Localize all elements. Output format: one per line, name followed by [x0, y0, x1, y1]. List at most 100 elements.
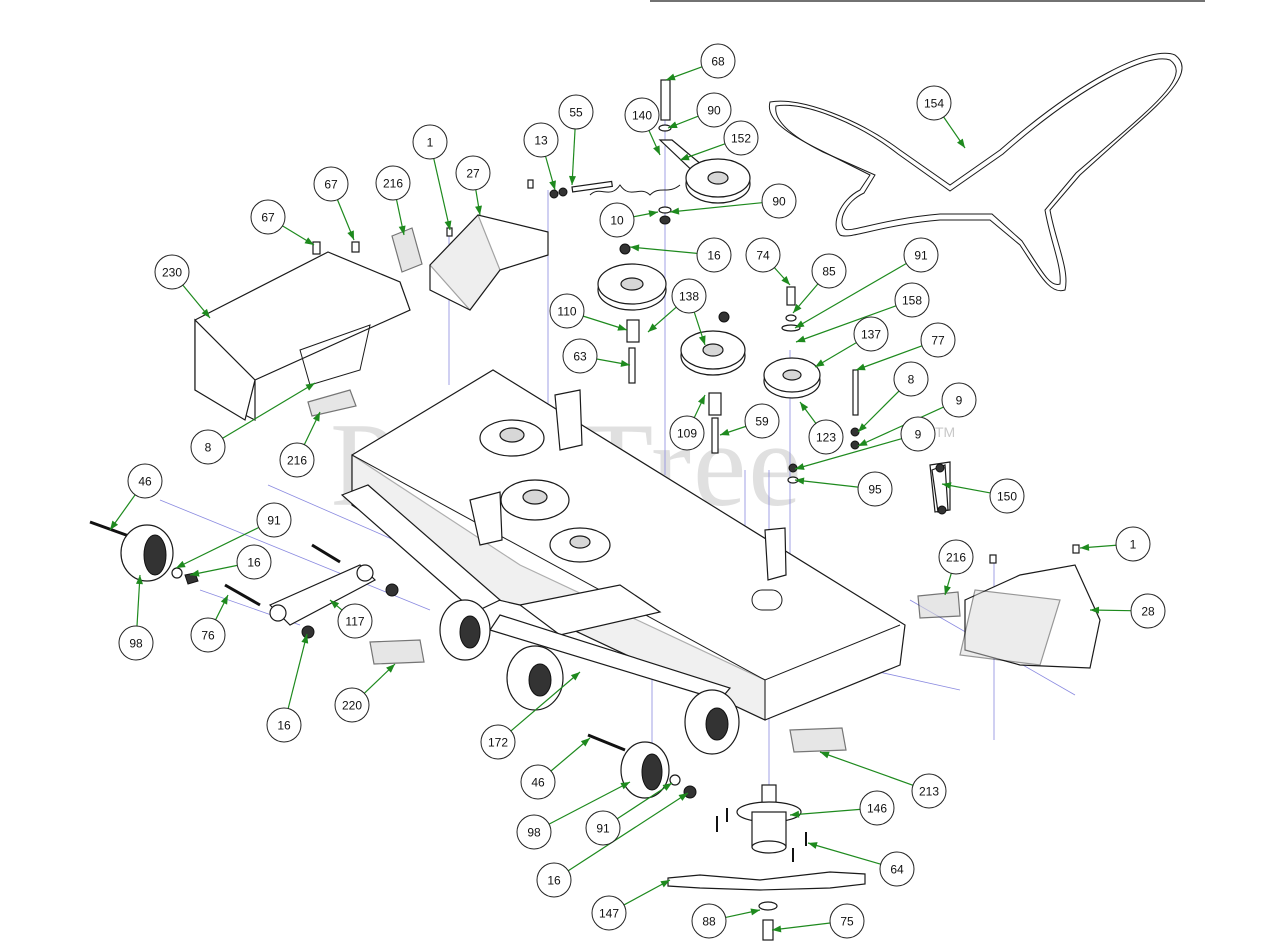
callout-circle[interactable]: [558, 94, 594, 130]
callout-146[interactable]: 146: [859, 790, 895, 826]
callout-150[interactable]: 150: [989, 478, 1025, 514]
callout-90[interactable]: 90: [696, 92, 732, 128]
callout-circle[interactable]: [853, 316, 889, 352]
callout-circle[interactable]: [916, 85, 952, 121]
callout-117[interactable]: 117: [337, 603, 373, 639]
callout-59[interactable]: 59: [744, 403, 780, 439]
callout-circle[interactable]: [900, 416, 936, 452]
callout-76[interactable]: 76: [190, 617, 226, 653]
callout-circle[interactable]: [808, 419, 844, 455]
callout-16[interactable]: 16: [266, 707, 302, 743]
callout-1[interactable]: 1: [412, 124, 448, 160]
callout-circle[interactable]: [412, 124, 448, 160]
callout-158[interactable]: 158: [894, 282, 930, 318]
callout-46[interactable]: 46: [127, 463, 163, 499]
callout-circle[interactable]: [190, 617, 226, 653]
callout-8[interactable]: 8: [893, 361, 929, 397]
callout-circle[interactable]: [761, 183, 797, 219]
callout-9[interactable]: 9: [941, 382, 977, 418]
callout-230[interactable]: 230: [154, 254, 190, 290]
callout-circle[interactable]: [941, 382, 977, 418]
callout-circle[interactable]: [118, 625, 154, 661]
callout-154[interactable]: 154: [916, 85, 952, 121]
callout-circle[interactable]: [911, 773, 947, 809]
callout-circle[interactable]: [516, 814, 552, 850]
callout-27[interactable]: 27: [455, 155, 491, 191]
callout-circle[interactable]: [829, 903, 865, 939]
callout-circle[interactable]: [894, 282, 930, 318]
callout-circle[interactable]: [1115, 526, 1151, 562]
callout-circle[interactable]: [236, 544, 272, 580]
callout-63[interactable]: 63: [562, 338, 598, 374]
callout-circle[interactable]: [591, 895, 627, 931]
callout-55[interactable]: 55: [558, 94, 594, 130]
callout-109[interactable]: 109: [669, 415, 705, 451]
callout-circle[interactable]: [938, 539, 974, 575]
callout-circle[interactable]: [1130, 593, 1166, 629]
callout-circle[interactable]: [455, 155, 491, 191]
callout-circle[interactable]: [857, 471, 893, 507]
callout-16[interactable]: 16: [696, 237, 732, 273]
callout-91[interactable]: 91: [256, 502, 292, 538]
callout-circle[interactable]: [691, 903, 727, 939]
callout-circle[interactable]: [671, 278, 707, 314]
callout-circle[interactable]: [696, 237, 732, 273]
callout-circle[interactable]: [920, 322, 956, 358]
callout-216[interactable]: 216: [938, 539, 974, 575]
callout-152[interactable]: 152: [723, 120, 759, 156]
callout-91[interactable]: 91: [585, 810, 621, 846]
callout-circle[interactable]: [279, 442, 315, 478]
callout-140[interactable]: 140: [624, 97, 660, 133]
callout-circle[interactable]: [190, 429, 226, 465]
callout-circle[interactable]: [811, 253, 847, 289]
callout-circle[interactable]: [723, 120, 759, 156]
callout-123[interactable]: 123: [808, 419, 844, 455]
callout-circle[interactable]: [250, 199, 286, 235]
callout-circle[interactable]: [585, 810, 621, 846]
callout-circle[interactable]: [903, 237, 939, 273]
callout-110[interactable]: 110: [549, 293, 585, 329]
callout-8[interactable]: 8: [190, 429, 226, 465]
callout-circle[interactable]: [859, 790, 895, 826]
callout-10[interactable]: 10: [599, 202, 635, 238]
callout-circle[interactable]: [536, 862, 572, 898]
callout-circle[interactable]: [745, 237, 781, 273]
callout-13[interactable]: 13: [523, 122, 559, 158]
callout-circle[interactable]: [337, 603, 373, 639]
callout-213[interactable]: 213: [911, 773, 947, 809]
callout-circle[interactable]: [893, 361, 929, 397]
callout-1[interactable]: 1: [1115, 526, 1151, 562]
callout-circle[interactable]: [313, 166, 349, 202]
callout-46[interactable]: 46: [520, 764, 556, 800]
callout-9[interactable]: 9: [900, 416, 936, 452]
callout-220[interactable]: 220: [334, 687, 370, 723]
callout-circle[interactable]: [989, 478, 1025, 514]
callout-circle[interactable]: [549, 293, 585, 329]
callout-216[interactable]: 216: [375, 165, 411, 201]
callout-circle[interactable]: [520, 764, 556, 800]
callout-circle[interactable]: [523, 122, 559, 158]
callout-67[interactable]: 67: [250, 199, 286, 235]
callout-circle[interactable]: [696, 92, 732, 128]
callout-16[interactable]: 16: [236, 544, 272, 580]
callout-137[interactable]: 137: [853, 316, 889, 352]
callout-circle[interactable]: [334, 687, 370, 723]
callout-77[interactable]: 77: [920, 322, 956, 358]
callout-138[interactable]: 138: [671, 278, 707, 314]
callout-90[interactable]: 90: [761, 183, 797, 219]
callout-88[interactable]: 88: [691, 903, 727, 939]
callout-circle[interactable]: [700, 43, 736, 79]
callout-circle[interactable]: [599, 202, 635, 238]
callout-circle[interactable]: [375, 165, 411, 201]
callout-circle[interactable]: [669, 415, 705, 451]
callout-216[interactable]: 216: [279, 442, 315, 478]
callout-64[interactable]: 64: [879, 851, 915, 887]
callout-circle[interactable]: [266, 707, 302, 743]
callout-circle[interactable]: [480, 724, 516, 760]
callout-95[interactable]: 95: [857, 471, 893, 507]
callout-172[interactable]: 172: [480, 724, 516, 760]
callout-67[interactable]: 67: [313, 166, 349, 202]
callout-circle[interactable]: [256, 502, 292, 538]
callout-75[interactable]: 75: [829, 903, 865, 939]
callout-circle[interactable]: [879, 851, 915, 887]
